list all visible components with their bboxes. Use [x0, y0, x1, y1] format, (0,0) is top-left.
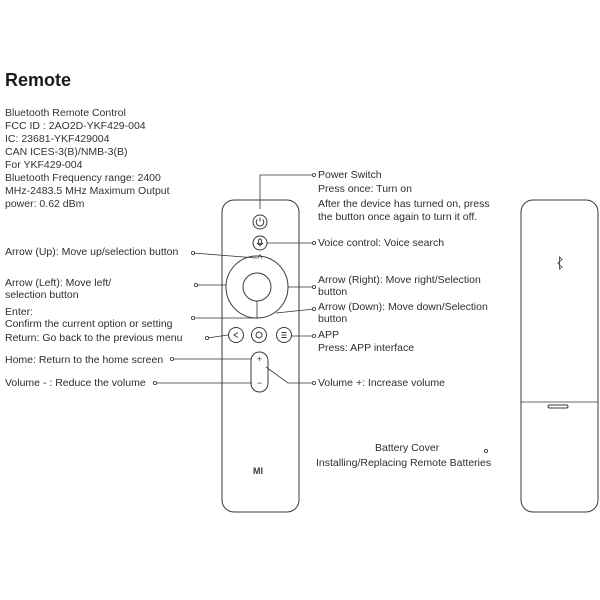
volume-minus-glyph: −	[257, 378, 262, 388]
spec-line: power: 0.62 dBm	[5, 198, 85, 210]
label-arrow-left: Arrow (Left): Move left/	[5, 277, 112, 289]
return-leader	[206, 334, 229, 339]
volume-plus-glyph: +	[257, 354, 262, 364]
arrow-up-leader	[192, 252, 258, 259]
spec-line: IC: 23681-YKF429004	[5, 133, 110, 145]
label-arrow-right-cont: button	[318, 286, 348, 298]
label-volume-down: Volume - : Reduce the volume	[5, 377, 146, 389]
callout-dot	[193, 282, 198, 287]
label-battery-desc: Installing/Replacing Remote Batteries	[316, 457, 492, 469]
label-home: Home: Return to the home screen	[5, 354, 164, 366]
callout-dot	[169, 356, 174, 361]
home-button	[251, 327, 267, 343]
callout-dot	[311, 240, 316, 245]
spec-list: Bluetooth Remote Control FCC ID : 2AO2D-…	[5, 107, 195, 211]
label-battery-cover: Battery Cover	[375, 442, 440, 454]
remote-back	[520, 199, 599, 513]
label-power-after: After the device has turned on, press	[318, 198, 490, 210]
label-volume-up: Volume +: Increase volume	[318, 377, 445, 389]
label-app: APP	[318, 329, 340, 341]
callout-dot	[311, 380, 316, 385]
power-icon	[255, 217, 265, 227]
arrow-down-leader	[275, 308, 315, 314]
power-button	[252, 214, 268, 230]
spec-line: Bluetooth Remote Control	[5, 107, 126, 119]
enter-leader	[193, 301, 258, 319]
spec-line: Bluetooth Frequency range: 2400	[5, 172, 161, 184]
label-app-desc: Press: APP interface	[318, 342, 415, 354]
callout-dot	[311, 306, 316, 311]
label-enter: Enter:	[5, 306, 34, 318]
label-return: Return: Go back to the previous menu	[5, 332, 183, 344]
label-power-off: the button once again to turn it off.	[318, 211, 478, 223]
back-arrow-icon	[233, 332, 239, 338]
callout-dot	[311, 172, 316, 177]
spec-line: For YKF429-004	[5, 159, 83, 171]
callout-dot	[204, 335, 209, 340]
volume-rocker	[250, 351, 269, 393]
up-arrow-mark: ^	[257, 253, 263, 265]
spec-line: FCC ID : 2AO2D-YKF429-004	[5, 120, 146, 132]
label-arrow-down-cont: button	[318, 313, 348, 325]
power-leader	[259, 174, 314, 209]
voice-button	[252, 235, 268, 251]
callout-dot	[190, 250, 195, 255]
label-power: Power Switch	[318, 169, 382, 181]
label-arrow-down: Arrow (Down): Move down/Selection	[318, 301, 488, 313]
label-arrow-up: Arrow (Up): Move up/selection button	[5, 246, 179, 258]
label-enter-desc: Confirm the current option or setting	[5, 318, 173, 330]
volume-up-leader	[265, 366, 314, 384]
callout-dot	[190, 315, 195, 320]
enter-button	[242, 272, 272, 302]
callout-dot	[483, 448, 488, 453]
mi-logo: MI	[253, 466, 263, 476]
label-power-once: Press once: Turn on	[318, 183, 412, 195]
home-circle-icon	[255, 331, 263, 339]
microphone-icon	[256, 238, 264, 247]
callout-dot	[311, 333, 316, 338]
callout-dot	[311, 284, 316, 289]
remote-body	[221, 199, 300, 513]
label-arrow-left-cont: selection button	[5, 289, 79, 301]
battery-cover-notch	[547, 404, 569, 409]
app-button	[276, 327, 292, 343]
app-menu-icon	[281, 332, 287, 338]
bluetooth-icon	[557, 256, 563, 270]
label-arrow-right: Arrow (Right): Move right/Selection	[318, 274, 481, 286]
spec-line: MHz-2483.5 MHz Maximum Output	[5, 185, 170, 197]
label-voice: Voice control: Voice search	[318, 237, 445, 249]
callout-dot	[152, 380, 157, 385]
spec-line: CAN ICES-3(B)/NMB-3(B)	[5, 146, 128, 158]
page-title: Remote	[5, 70, 72, 90]
back-button	[228, 327, 244, 343]
